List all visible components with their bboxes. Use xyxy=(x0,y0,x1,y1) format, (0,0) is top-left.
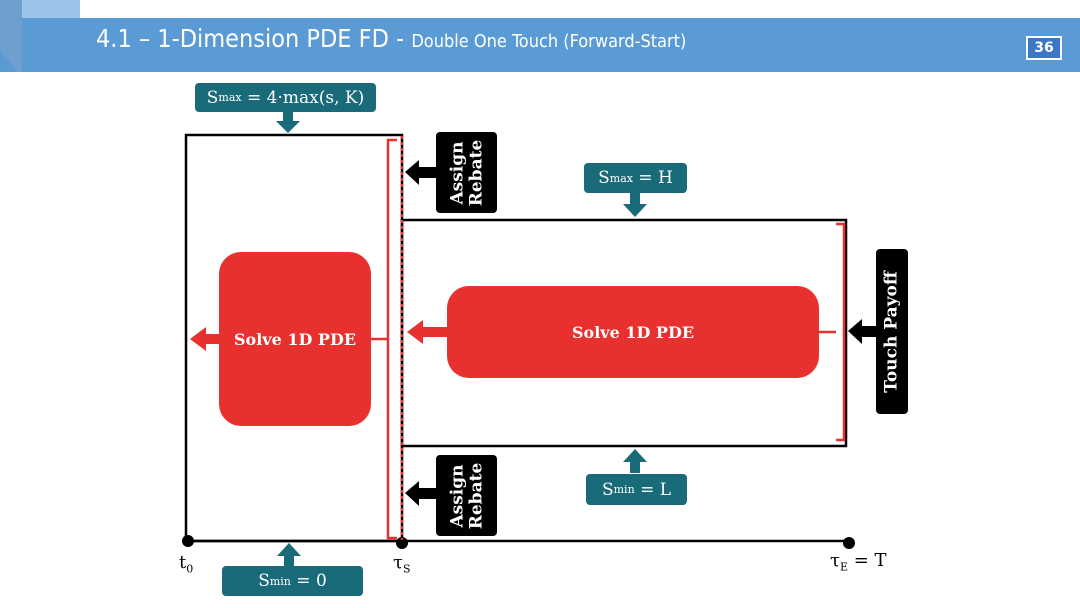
axis-dot-tau-s xyxy=(396,537,408,549)
smax-right-subscript: max xyxy=(609,171,633,185)
page-number-badge: 36 xyxy=(1026,36,1062,60)
smax-right-value: = H xyxy=(632,168,673,188)
solve-pde-right-label: Solve 1D PDE xyxy=(571,322,695,342)
assign-rebate-top-line2: Rebate xyxy=(465,139,486,206)
smax-right-symbol: S xyxy=(598,168,610,188)
right-boundary-bracket xyxy=(836,222,846,442)
smin-right-symbol: S xyxy=(601,479,614,500)
t0-symbol: t xyxy=(179,552,187,573)
axis-label-tau-s: τS xyxy=(393,552,411,576)
assign-rebate-bottom-line1: Assign xyxy=(446,463,467,528)
tau-e-value: = T xyxy=(848,550,887,571)
smin-right-value: = L xyxy=(634,479,672,500)
axis-dot-tau-e xyxy=(843,537,855,549)
solve-right-arrow xyxy=(407,320,448,344)
right-domain-box xyxy=(400,218,848,448)
smin-left-value: = 0 xyxy=(290,571,327,591)
touch-payoff-label: Touch Payoff xyxy=(881,270,902,393)
smax-right-arrow xyxy=(623,193,647,217)
page-title: 4.1 – 1-Dimension PDE FD - Double One To… xyxy=(96,24,686,53)
left-boundary-bracket xyxy=(386,138,397,540)
tau-e-subscript: E xyxy=(839,560,848,574)
tau-s-symbol: τ xyxy=(393,552,403,573)
assign-rebate-top-line1: Assign xyxy=(446,140,467,205)
smin-left-arrow xyxy=(277,543,301,567)
tau-e-symbol: τ xyxy=(830,550,840,571)
tau-s-subscript: S xyxy=(402,562,411,576)
smax-left-value: = 4·max(s, K) xyxy=(241,87,365,108)
solve-pde-right: Solve 1D PDE xyxy=(447,286,819,378)
touch-payoff-box: Touch Payoff xyxy=(876,249,908,414)
smax-left-arrow xyxy=(276,111,300,133)
smin-right-subscript: min xyxy=(613,483,635,496)
assign-rebate-bottom-line2: Rebate xyxy=(465,462,486,529)
smin-right-arrow xyxy=(623,449,647,473)
solve-left-arrow xyxy=(190,327,220,351)
header-banner xyxy=(0,0,1080,72)
smax-left-subscript: max xyxy=(218,91,242,104)
assign-rebate-bottom-arrow xyxy=(405,481,436,506)
touch-payoff-arrow xyxy=(848,319,877,344)
title-sub: Double One Touch (Forward-Start) xyxy=(411,31,687,52)
assign-rebate-top-arrow xyxy=(405,160,436,185)
axis-dot-t0 xyxy=(182,535,194,547)
solve-pde-left-label: Solve 1D PDE xyxy=(233,329,357,349)
title-main: 4.1 – 1-Dimension PDE FD - xyxy=(96,24,412,53)
t0-subscript: 0 xyxy=(186,562,194,576)
smin-left-symbol: S xyxy=(258,571,270,591)
smax-left-symbol: S xyxy=(206,87,219,108)
solve-pde-left: Solve 1D PDE xyxy=(219,252,371,426)
smin-left-subscript: min xyxy=(269,574,291,588)
axis-label-tau-e: τE = T xyxy=(830,550,887,574)
axis-label-t0: t0 xyxy=(179,552,193,576)
